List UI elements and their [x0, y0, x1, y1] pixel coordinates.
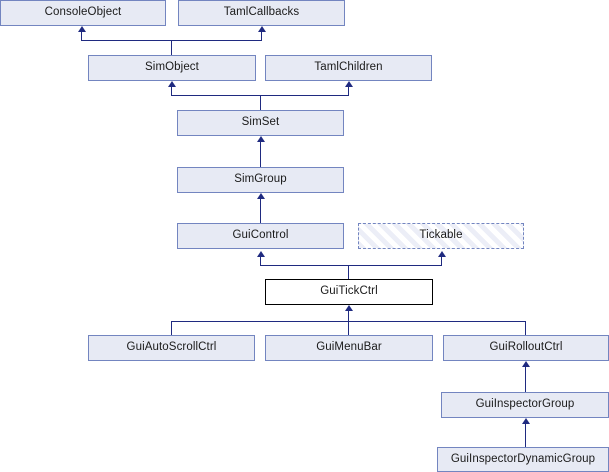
- class-node-tickable[interactable]: Tickable: [358, 223, 524, 249]
- class-node-label: SimGroup: [234, 173, 287, 186]
- edge-guitickctrl-junction: [348, 265, 349, 279]
- class-node-gui-menu-bar[interactable]: GuiMenuBar: [265, 335, 433, 361]
- edge-guiautoscrollctrl-to-guitickctrl: [171, 321, 172, 335]
- class-node-gui-auto-scroll-ctrl[interactable]: GuiAutoScrollCtrl: [88, 335, 255, 361]
- class-node-gui-rollout-ctrl[interactable]: GuiRolloutCtrl: [443, 335, 609, 361]
- arrowhead-guitickctrl: [345, 305, 353, 311]
- class-node-label: GuiTickCtrl: [320, 285, 378, 298]
- arrowhead-simset: [257, 136, 265, 142]
- class-node-label: SimObject: [145, 61, 199, 74]
- edge-guiinspectorgroup-to-guirolloutctrl: [525, 367, 526, 392]
- class-node-label: TamlCallbacks: [223, 6, 300, 19]
- arrowhead-consoleobject: [78, 26, 86, 32]
- arrowhead-tamlcallbacks: [258, 26, 266, 32]
- class-node-sim-group[interactable]: SimGroup: [177, 167, 344, 193]
- class-node-sim-set[interactable]: SimSet: [177, 110, 344, 136]
- edge-simobject-to-consoleobject: [81, 32, 82, 41]
- edge-simobject-bus: [81, 40, 262, 41]
- class-node-label: GuiAutoScrollCtrl: [126, 341, 217, 354]
- edge-simset-junction: [260, 95, 261, 110]
- edge-guitickctrl-to-tickable: [441, 257, 442, 266]
- class-node-gui-inspector-dynamic-group[interactable]: GuiInspectorDynamicGroup: [437, 447, 609, 472]
- class-node-label: GuiInspectorDynamicGroup: [450, 452, 596, 465]
- class-node-taml-callbacks[interactable]: TamlCallbacks: [178, 0, 345, 26]
- class-node-label: GuiRolloutCtrl: [489, 341, 563, 354]
- arrowhead-tamlchildren: [345, 81, 353, 87]
- arrowhead-guicontrol: [257, 251, 265, 257]
- edge-subclasses-bus: [171, 321, 526, 322]
- arrowhead-simobject: [168, 81, 176, 87]
- class-node-label: ConsoleObject: [44, 6, 122, 19]
- class-node-label: GuiInspectorGroup: [475, 398, 575, 411]
- class-node-gui-inspector-group[interactable]: GuiInspectorGroup: [441, 392, 609, 418]
- edge-guiinspectordynamicgroup-to-guiinspectorgroup: [525, 424, 526, 447]
- class-node-taml-children[interactable]: TamlChildren: [265, 55, 432, 81]
- arrowhead-simgroup: [257, 193, 265, 199]
- arrowhead-tickable: [438, 251, 446, 257]
- edge-simset-to-simobject: [171, 87, 172, 96]
- edge-simset-bus: [171, 95, 349, 96]
- edge-guitickctrl-to-guicontrol: [260, 257, 261, 266]
- class-node-gui-tick-ctrl[interactable]: GuiTickCtrl: [265, 279, 433, 305]
- edge-subclasses-junction: [348, 311, 349, 335]
- class-node-gui-control[interactable]: GuiControl: [177, 223, 344, 249]
- edge-guicontrol-to-simgroup: [260, 199, 261, 223]
- class-node-console-object[interactable]: ConsoleObject: [0, 0, 166, 26]
- arrowhead-guirolloutctrl: [522, 361, 530, 367]
- arrowhead-guiinspectorgroup: [522, 418, 530, 424]
- class-node-label: TamlChildren: [314, 61, 383, 74]
- edge-simobject-to-tamlcallbacks: [261, 32, 262, 41]
- edge-simgroup-to-simset: [260, 142, 261, 167]
- class-node-sim-object[interactable]: SimObject: [88, 55, 256, 81]
- class-node-label: GuiControl: [232, 229, 289, 242]
- edge-simset-to-tamlchildren: [348, 87, 349, 96]
- class-node-label: Tickable: [419, 229, 463, 242]
- edge-guitickctrl-bus: [260, 265, 442, 266]
- class-node-label: GuiMenuBar: [316, 341, 382, 354]
- edge-simobject-junction: [171, 40, 172, 55]
- edge-guirolloutctrl-to-guitickctrl: [525, 321, 526, 335]
- class-node-label: SimSet: [241, 116, 280, 129]
